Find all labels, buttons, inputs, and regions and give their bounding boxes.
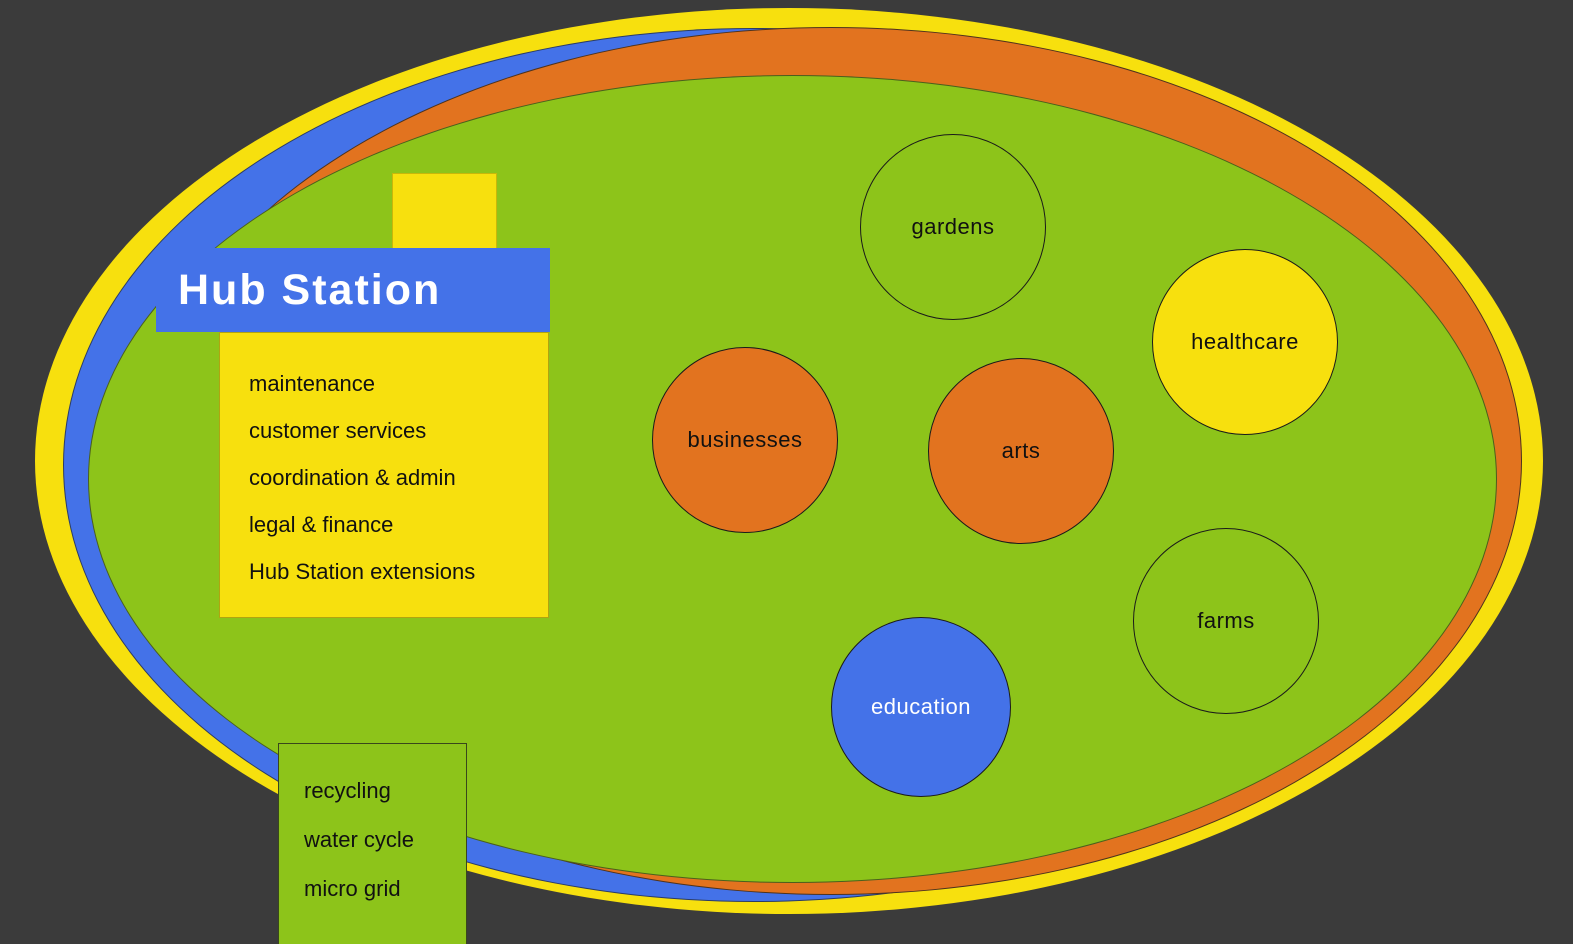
sector-circle-gardens: gardens — [860, 134, 1046, 320]
sector-circle-arts: arts — [928, 358, 1114, 544]
infra-item-micro-grid: micro grid — [304, 876, 401, 901]
sector-label-healthcare: healthcare — [1191, 329, 1299, 354]
sector-label-gardens: gardens — [911, 214, 995, 239]
sector-circle-education: education — [831, 617, 1011, 797]
infrastructure-box: recycling water cycle micro grid — [278, 743, 467, 944]
hub-service-extensions: Hub Station extensions — [249, 559, 476, 584]
hub-service-maintenance: maintenance — [249, 371, 375, 396]
sector-label-arts: arts — [1001, 438, 1041, 463]
sector-circle-businesses: businesses — [652, 347, 838, 533]
hub-station-tab — [392, 173, 497, 249]
hub-station-header: Hub Station — [156, 248, 550, 332]
sector-label-farms: farms — [1197, 608, 1255, 633]
hub-station-services-box: maintenance customer services coordinati… — [219, 332, 549, 618]
hub-service-legal-finance: legal & finance — [249, 512, 394, 537]
hub-service-coordination-admin: coordination & admin — [249, 465, 456, 490]
sector-label-education: education — [871, 694, 971, 719]
hub-station-title: Hub Station — [178, 265, 442, 314]
sector-circle-farms: farms — [1133, 528, 1319, 714]
infra-item-recycling: recycling — [304, 778, 391, 803]
sector-label-businesses: businesses — [687, 427, 803, 452]
sector-circle-healthcare: healthcare — [1152, 249, 1338, 435]
hub-service-customer-services: customer services — [249, 418, 427, 443]
infra-item-water-cycle: water cycle — [304, 827, 415, 852]
